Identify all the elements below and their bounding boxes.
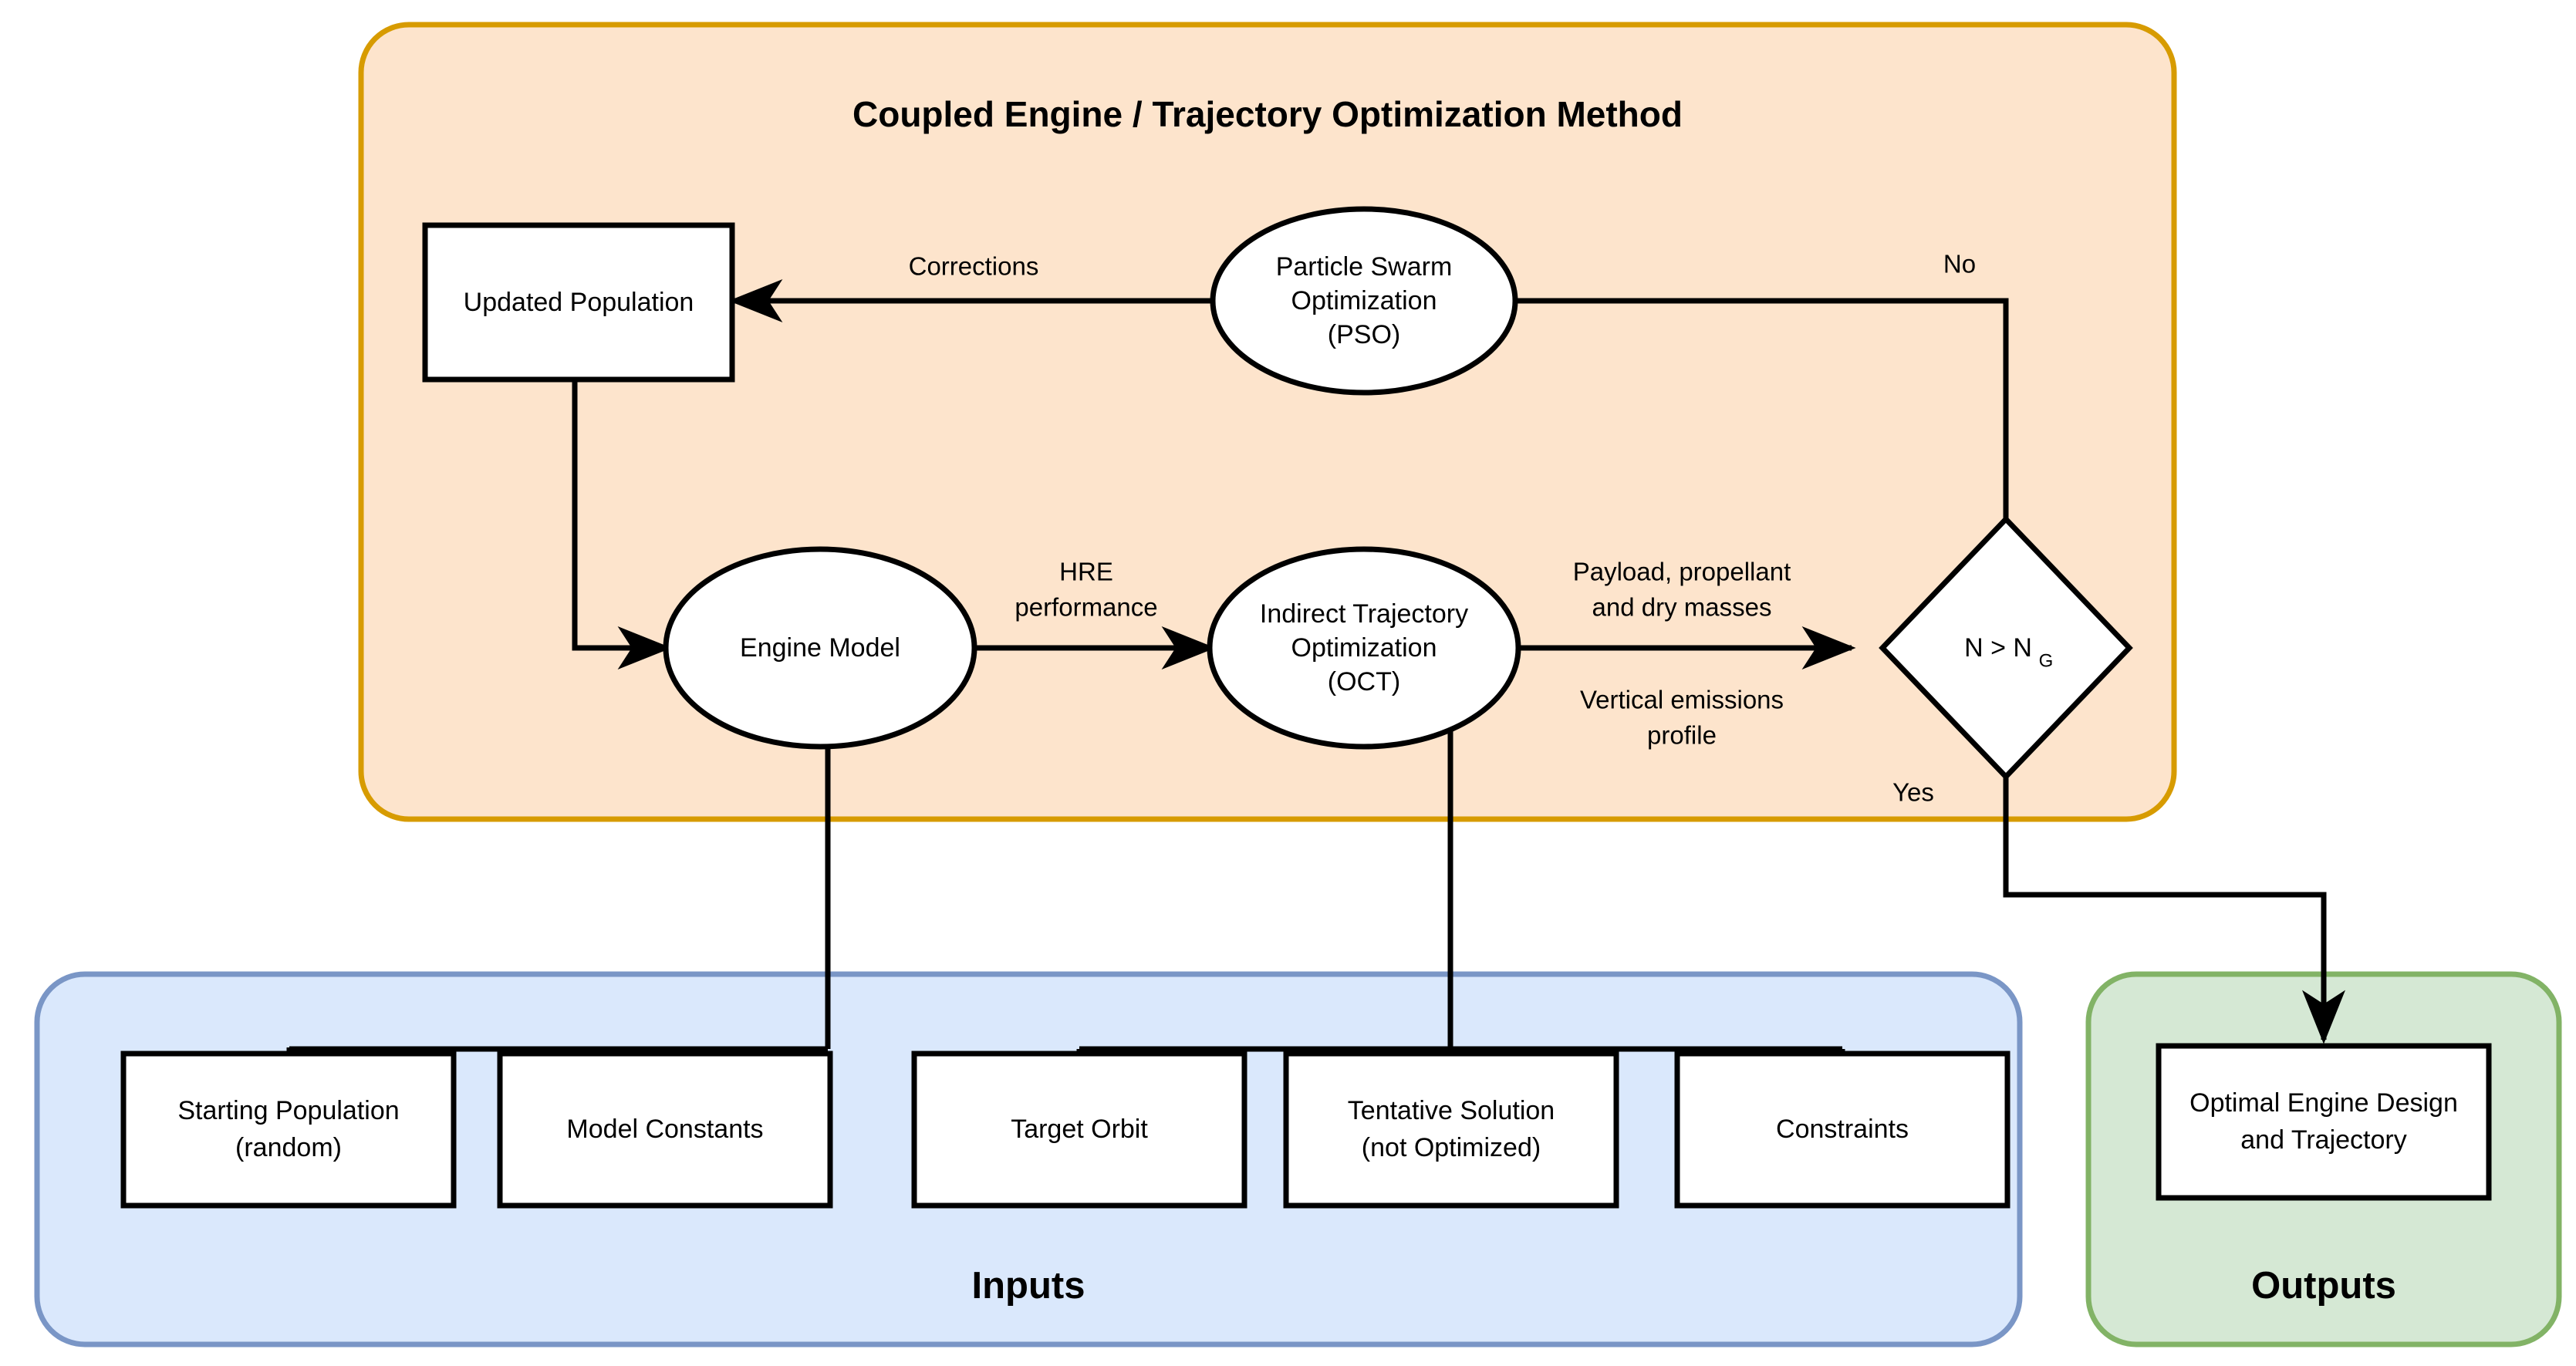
node-oct-label-line1: Indirect Trajectory [1260, 599, 1468, 629]
node-tentative-solution-line2: (not Optimized) [1362, 1133, 1541, 1162]
edge-updated-population-to-engine-model [572, 379, 672, 670]
node-pso-label-line2: Optimization [1291, 286, 1437, 315]
edge-label-emissions-line2: profile [1647, 721, 1717, 750]
node-updated-population[interactable] [422, 222, 735, 383]
svg-text:G: G [2039, 650, 2054, 671]
edge-label-hre-line2: performance [1015, 593, 1157, 622]
group-outputs-title: Outputs [2251, 1265, 2396, 1307]
edge-label-payload-line1: Payload, propellant [1573, 558, 1791, 586]
node-target-orbit-line1: Target Orbit [1011, 1115, 1148, 1144]
node-oct-label-line2: Optimization [1291, 633, 1437, 663]
node-constraints-line1: Constraints [1776, 1115, 1909, 1144]
node-oct[interactable] [1207, 546, 1521, 750]
node-starting-population[interactable] [120, 1051, 457, 1209]
node-starting-population-line1: Starting Population [177, 1096, 399, 1125]
node-updated-population-label: Updated Population [464, 288, 694, 317]
node-decision-diamond[interactable] [1879, 514, 2133, 781]
node-oct-label-line3: (OCT) [1328, 667, 1400, 696]
edge-label-yes: Yes [1892, 778, 1934, 807]
node-engine-model-label: Engine Model [740, 633, 900, 663]
node-pso-label-line1: Particle Swarm [1276, 252, 1453, 282]
node-target-orbit[interactable] [911, 1051, 1247, 1209]
edge-label-emissions-line1: Vertical emissions [1580, 686, 1784, 714]
edge-label-corrections: Corrections [909, 252, 1039, 281]
node-pso[interactable] [1210, 206, 1518, 396]
node-optimal-output-line2: and Trajectory [2240, 1125, 2406, 1155]
node-constraints[interactable] [1674, 1051, 2010, 1209]
edge-label-no: No [1943, 250, 1976, 278]
group-inputs-title: Inputs [972, 1265, 1085, 1307]
svg-text:N > N: N > N [1964, 633, 2032, 663]
edge-label-hre-line1: HRE [1059, 558, 1113, 586]
node-optimal-output-line1: Optimal Engine Design [2189, 1088, 2458, 1118]
node-tentative-solution-line1: Tentative Solution [1348, 1096, 1555, 1125]
node-optimal-output[interactable] [2156, 1043, 2492, 1201]
node-decision-label: N > N G [1964, 633, 2053, 671]
edge-decision-no-to-pso [1514, 298, 2009, 521]
edge-decision-yes-to-output [2003, 775, 2345, 1044]
node-model-constants-line1: Model Constants [566, 1115, 763, 1144]
group-method-title: Coupled Engine / Trajectory Optimization… [852, 94, 1683, 134]
edge-label-payload-line2: and dry masses [1592, 593, 1772, 622]
node-engine-model[interactable] [663, 546, 977, 750]
node-starting-population-line2: (random) [235, 1133, 342, 1162]
node-tentative-solution[interactable] [1283, 1051, 1619, 1209]
node-model-constants[interactable] [497, 1051, 833, 1209]
node-pso-label-line3: (PSO) [1328, 320, 1400, 349]
